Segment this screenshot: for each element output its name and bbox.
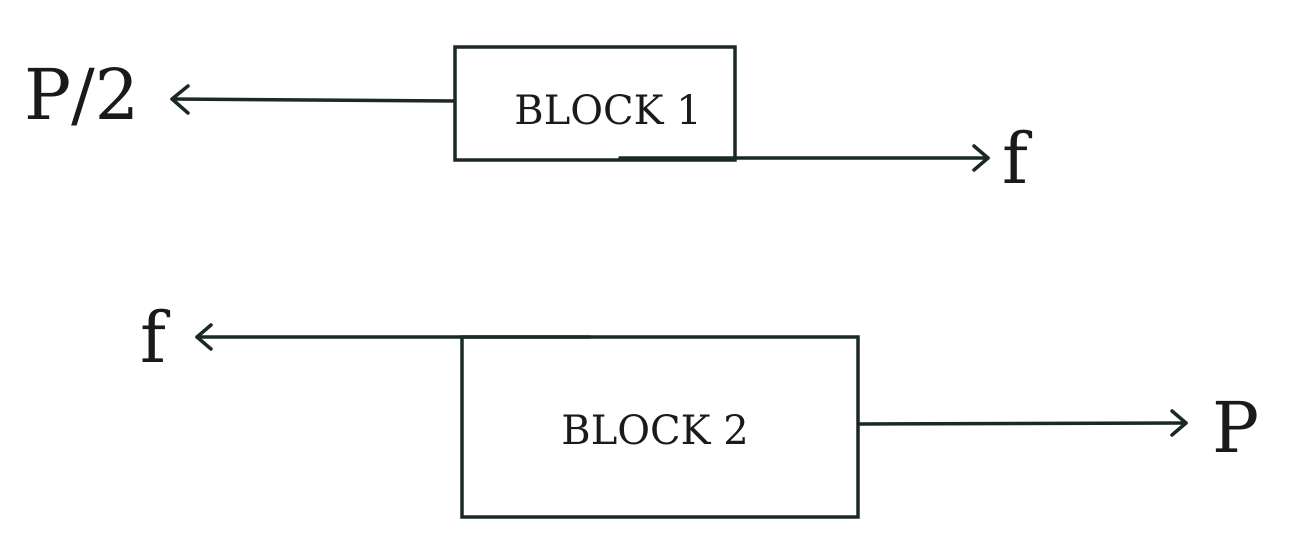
block-1-box — [453, 45, 737, 162]
block-1-left-arrowhead — [170, 84, 190, 115]
block-1-group: BLOCK 1 P/2 f — [24, 45, 1033, 200]
block-2-group: BLOCK 2 f P — [140, 297, 1259, 519]
block-1-left-force-arrow — [170, 97, 457, 103]
block-2-left-arrowhead — [195, 323, 213, 351]
block-2-right-force-label: P — [1212, 387, 1259, 469]
block-1-label: BLOCK 1 — [514, 88, 701, 134]
block-1-right-force-label: f — [1002, 118, 1033, 200]
block-2-label: BLOCK 2 — [561, 408, 748, 454]
block-2-right-arrowhead — [1170, 409, 1188, 437]
block-1-right-arrowhead — [972, 144, 990, 172]
block-1-left-force-label: P/2 — [24, 54, 139, 136]
block-2-left-force-label: f — [140, 297, 171, 379]
block-2-box — [460, 335, 860, 519]
block-2-right-force-arrow — [858, 421, 1188, 426]
